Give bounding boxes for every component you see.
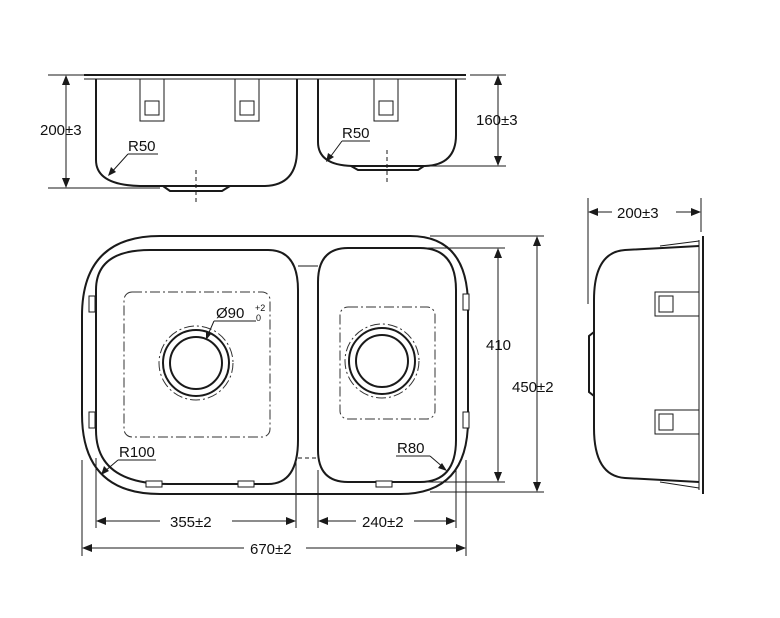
right-bowl-bottom-outline — [339, 306, 436, 420]
clip-bracket — [373, 78, 399, 122]
clip-tab — [145, 480, 163, 488]
clip-tab — [88, 295, 96, 313]
overall-width-label: 670±2 — [250, 541, 292, 558]
clip-bracket — [654, 409, 700, 435]
depth-left-label: 200±3 — [40, 122, 82, 139]
left-bowl-profile — [95, 79, 298, 187]
left-bowl-width-label: 355±2 — [170, 514, 212, 531]
drain-tolerance-upper: +2 — [255, 303, 265, 313]
side-drain-profile — [588, 331, 595, 397]
clip-tab — [237, 480, 255, 488]
plan-view: Ø90 +2 0 410 450±2 R100 R80 — [81, 235, 554, 558]
corner-radius-left-label: R100 — [119, 444, 155, 461]
inner-height-label: 410 — [486, 337, 511, 354]
side-elevation-view: 200±3 — [587, 198, 704, 494]
outer-height-label: 450±2 — [512, 379, 554, 396]
clip-tab — [462, 411, 470, 429]
right-drain-hole — [344, 323, 420, 399]
right-bowl-width-label: 240±2 — [362, 514, 404, 531]
sink-outer-outline — [81, 235, 469, 495]
radius-right-top-label: R50 — [342, 125, 370, 142]
right-drain-profile — [350, 165, 425, 171]
left-bowl-bottom-outline — [123, 291, 271, 438]
clip-tab — [88, 411, 96, 429]
right-bowl-outline — [317, 247, 457, 483]
clip-tab — [462, 293, 470, 311]
clip-bracket — [234, 78, 260, 122]
clip-bracket — [139, 78, 165, 122]
left-drain-hole — [158, 325, 234, 401]
side-depth-label: 200±3 — [617, 205, 659, 222]
front-elevation-view: 200±3 R50 R50 160±3 — [40, 74, 518, 204]
depth-right-label: 160±3 — [476, 112, 518, 129]
corner-radius-right-label: R80 — [397, 440, 425, 457]
side-bowl-profile — [593, 245, 700, 483]
drain-tolerance-lower: 0 — [256, 313, 261, 323]
radius-left-top-label: R50 — [128, 138, 156, 155]
clip-tab — [375, 480, 393, 488]
drain-diameter-label: Ø90 — [216, 305, 244, 322]
right-bowl-profile — [317, 79, 457, 167]
clip-bracket — [654, 291, 700, 317]
